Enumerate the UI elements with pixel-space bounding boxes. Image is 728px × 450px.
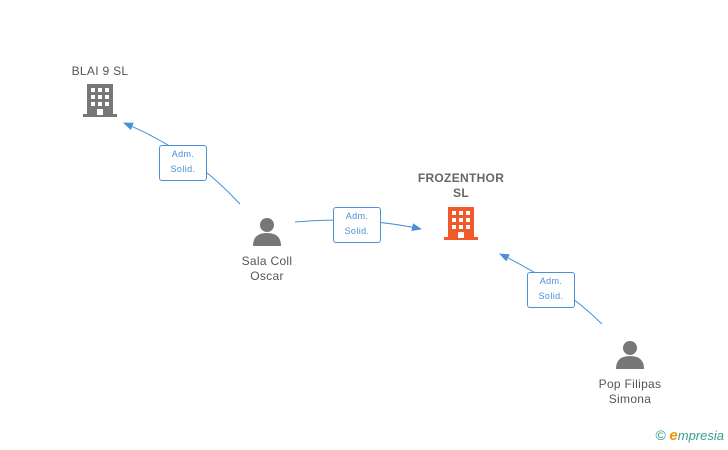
node-sala-label: Sala Coll Oscar (241, 254, 293, 283)
person-icon (616, 341, 644, 369)
copyright-symbol: © (655, 427, 666, 443)
node-frozenthor[interactable]: FROZENTHOR SL (405, 171, 517, 246)
brand-logo-text: mpresia (677, 428, 724, 443)
building-icon (444, 207, 478, 240)
node-sala[interactable]: Sala Coll Oscar (222, 216, 312, 284)
building-icon (83, 84, 117, 117)
edge-label-pop-frozenthor[interactable]: Adm. Solid. (527, 272, 575, 308)
node-blai[interactable]: BLAI 9 SL (50, 64, 150, 123)
node-blai-label: BLAI 9 SL (71, 64, 129, 78)
edge-label-sala-frozenthor[interactable]: Adm. Solid. (333, 207, 381, 243)
node-pop[interactable]: Pop Filipas Simona (582, 339, 678, 407)
node-frozenthor-label: FROZENTHOR SL (417, 171, 505, 200)
node-pop-label: Pop Filipas Simona (598, 377, 662, 406)
edge-label-sala-blai[interactable]: Adm. Solid. (159, 145, 207, 181)
person-icon (253, 218, 281, 246)
footer-brand: © empresia (655, 427, 724, 444)
brand-logo-initial: e (669, 427, 678, 444)
